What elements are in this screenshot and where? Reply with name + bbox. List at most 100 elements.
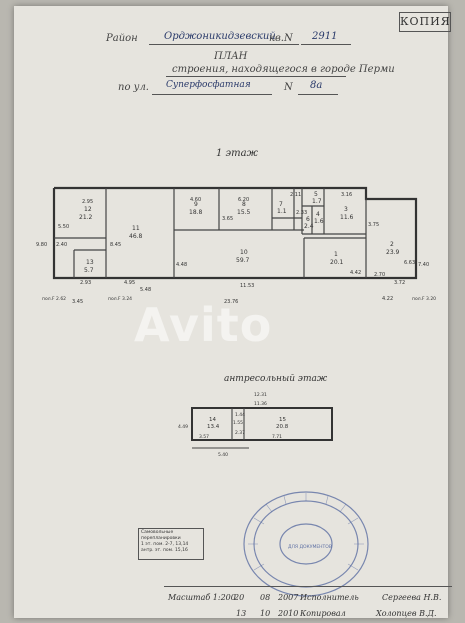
document-sheet: КОПИЯ Район Орджоникидзевский кв.N 2 9 1 1 … bbox=[14, 6, 452, 618]
floor1-room-6-num: 6 bbox=[306, 216, 310, 223]
footer-date2-day: 13 bbox=[236, 609, 247, 618]
floor1-dim-r-c: 7.40 bbox=[418, 262, 429, 268]
floor1-room-5-num: 5 bbox=[314, 191, 318, 198]
number-label: N bbox=[284, 82, 293, 93]
mezzanine-dim-top-inner: 11.36 bbox=[254, 401, 267, 407]
floor1-dim-h-c: 3.75 bbox=[368, 222, 379, 228]
replanning-line1: Самовольные bbox=[141, 530, 174, 535]
kv-label: кв.N bbox=[269, 33, 293, 44]
mezzanine-dim-mid: 1.44 bbox=[235, 412, 245, 418]
floor1-dim-top-e: 3.16 bbox=[341, 192, 352, 198]
footer-date2-year: 2010 bbox=[278, 609, 299, 618]
building-underline bbox=[166, 76, 346, 77]
floor1-room-4-num: 4 bbox=[316, 211, 320, 218]
floor1-dim-top-b: 4.60 bbox=[190, 197, 201, 203]
floor1-room-3-area: 11.6 bbox=[340, 214, 354, 221]
replanning-line2: перепланировки bbox=[141, 536, 181, 541]
floor1-dim-h-a: 8.45 bbox=[110, 242, 121, 248]
floor1-dim-r-e: 3.72 bbox=[394, 280, 405, 286]
floor1-dim-top-c: 6.20 bbox=[238, 197, 249, 203]
floor1-room-12-area: 21.2 bbox=[79, 214, 93, 221]
floor1-room-9-num: 9 bbox=[194, 201, 198, 208]
floor1-dim-in-c: 4.95 bbox=[124, 280, 135, 286]
floor1-level-mark-2: пол.F 3.24 bbox=[108, 296, 132, 302]
footer-date1-month: 08 bbox=[260, 593, 271, 602]
floor1-dim-in-e: 11.53 bbox=[240, 283, 254, 289]
street-label: по ул. bbox=[118, 82, 149, 93]
raion-label: Район bbox=[106, 33, 138, 44]
mezzanine-plan: 14 13.4 15 20.8 12.31 11.36 4.49 1.44 3.… bbox=[178, 392, 333, 458]
floor1-room-1-area: 20.1 bbox=[330, 259, 344, 266]
plan-title: ПЛАН bbox=[214, 51, 248, 62]
floor1-dim-left-a: 5.50 bbox=[58, 224, 69, 230]
footer-copier-name: Холопцев В.Д. bbox=[376, 609, 437, 618]
floor1-dim-in-d: 5.48 bbox=[140, 287, 151, 293]
mezzanine-title: антресольный этаж bbox=[224, 374, 328, 384]
floor1-title: 1 этаж bbox=[216, 148, 258, 159]
mezzanine-dim-a: 3.57 bbox=[199, 434, 209, 440]
floor1-dim-in-f: 3.65 bbox=[222, 216, 233, 222]
footer-copier-role: Копировал bbox=[300, 609, 346, 618]
kv-underline bbox=[301, 44, 351, 45]
floor1-dim-top-d: 2.11 bbox=[290, 192, 301, 198]
floor1-room-5-area: 1.7 bbox=[312, 198, 322, 205]
kv-value: 2911 bbox=[312, 31, 338, 42]
floor1-room-8-num: 8 bbox=[242, 201, 246, 208]
floor1-room-4-area: 1.6 bbox=[314, 218, 324, 225]
round-seal: ДЛЯ ДОКУМЕНТОВ bbox=[243, 491, 369, 597]
floor1-room-13-area: 5.7 bbox=[84, 267, 94, 274]
footer-date1-day: 20 bbox=[234, 593, 245, 602]
floor1-room-6-area: 2.4 bbox=[304, 223, 314, 230]
mezzanine-dim-bottom: 5.40 bbox=[218, 452, 228, 458]
floor1-dim-r-d: 2.70 bbox=[374, 272, 385, 278]
number-value: 8а bbox=[310, 80, 323, 91]
floor1-dim-in-g: 2.33 bbox=[296, 210, 307, 216]
replanning-line4: антр. эт. пом. 15,16 bbox=[141, 548, 188, 553]
floor1-dim-left-b: 9.80 bbox=[36, 242, 47, 248]
floor1-room-7-num: 7 bbox=[279, 201, 283, 208]
replanning-line3: 1 эт. пом. 2-7, 13,14 bbox=[141, 542, 189, 547]
floor1-room-3-num: 3 bbox=[344, 206, 348, 213]
raion-value: Орджоникидзевский bbox=[164, 31, 276, 42]
footer-scale: Масштаб 1:200 bbox=[168, 593, 236, 602]
seal-center-text: ДЛЯ ДОКУМЕНТОВ bbox=[288, 544, 332, 550]
copy-stamp: КОПИЯ bbox=[399, 12, 451, 32]
floor1-dim-bot-total: 23.76 bbox=[224, 299, 238, 305]
floor1-level-mark-1: пол.F 2.62 bbox=[42, 296, 66, 302]
building-line: строения, находящегося в городе Перми bbox=[172, 64, 395, 75]
floor1-level-mark-3: пол.F 3.20 bbox=[412, 296, 436, 302]
mezzanine-dim-b: 1.55 bbox=[233, 420, 243, 426]
mezzanine-dim-c: 7.71 bbox=[272, 434, 282, 440]
mezzanine-room-15-num: 15 bbox=[279, 417, 286, 423]
mezzanine-room-15-area: 20.8 bbox=[276, 424, 289, 430]
footer-executor-name: Сергеева Н.В. bbox=[382, 593, 442, 602]
floor1-room-10-num: 10 bbox=[240, 249, 248, 256]
floor1-plan: 12 21.2 13 5.7 11 46.8 9 18.8 8 15.5 7 1… bbox=[36, 186, 436, 305]
avito-watermark: Avito bbox=[134, 298, 273, 352]
floor1-dim-in-b: 2.93 bbox=[80, 280, 91, 286]
floor1-dim-h-b: 4.48 bbox=[176, 262, 187, 268]
floor1-room-9-area: 18.8 bbox=[189, 209, 203, 216]
mezzanine-dim-top: 12.31 bbox=[254, 392, 267, 398]
floor1-room-12-num: 12 bbox=[84, 206, 92, 213]
floor1-room-10-area: 59.7 bbox=[236, 257, 250, 264]
floor1-dim-bot-b: 4.22 bbox=[382, 296, 393, 302]
floor1-room-11-num: 11 bbox=[132, 225, 140, 232]
footer-block: Масштаб 1:200 20 08 2007 Исполнитель Сер… bbox=[164, 586, 452, 623]
mezzanine-dim-left: 4.49 bbox=[178, 424, 188, 430]
mezzanine-room-14-num: 14 bbox=[209, 417, 216, 423]
floor1-room-8-area: 15.5 bbox=[237, 209, 251, 216]
floor1-dim-bot-a: 3.45 bbox=[72, 299, 83, 305]
footer-executor-role: Исполнитель bbox=[300, 593, 359, 602]
floor1-room-2-num: 2 bbox=[390, 241, 394, 248]
replanning-stamp: Самовольные перепланировки 1 эт. пом. 2-… bbox=[138, 528, 204, 560]
street-value: Суперфосфатная bbox=[166, 80, 251, 90]
number-underline bbox=[298, 94, 338, 95]
floor1-dim-r-a: 4.42 bbox=[350, 270, 361, 276]
floor1-room-1-num: 1 bbox=[334, 251, 338, 258]
floor1-room-13-num: 13 bbox=[86, 259, 94, 266]
footer-date2-month: 10 bbox=[260, 609, 271, 618]
street-underline bbox=[152, 94, 272, 95]
raion-underline bbox=[149, 44, 299, 45]
mezzanine-dim-d: 2.37 bbox=[235, 430, 245, 436]
